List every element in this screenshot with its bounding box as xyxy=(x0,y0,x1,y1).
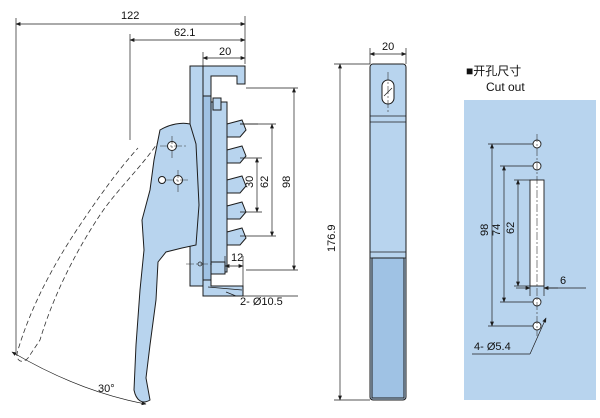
tooth-2 xyxy=(226,145,247,164)
base-plate-flange xyxy=(202,65,212,293)
dim-98: 98 xyxy=(281,176,293,188)
dim-30: 30 xyxy=(244,176,256,188)
side-view: 20 176.9 xyxy=(326,41,407,401)
cut-holes-leader xyxy=(529,317,547,355)
tooth-5 xyxy=(226,227,247,246)
dim-122: 122 xyxy=(121,10,139,22)
top-bracket xyxy=(202,65,246,97)
dim-20-front: 20 xyxy=(219,46,231,58)
holes-leader xyxy=(207,286,243,291)
dim-side-20: 20 xyxy=(382,41,394,53)
dim-62-1: 62.1 xyxy=(174,27,195,39)
latch-handle xyxy=(133,122,200,403)
dim-62: 62 xyxy=(259,176,271,188)
tooth-3 xyxy=(226,175,247,194)
dim-176-9: 176.9 xyxy=(326,224,338,252)
rear-block xyxy=(210,101,228,273)
cutout-title-en: Cut out xyxy=(486,80,525,94)
dim-cut-98: 98 xyxy=(479,224,491,236)
cutout-view: ■开孔尺寸 Cut out 98 74 62 6 4- Ø5. xyxy=(464,64,596,400)
dim-cut-62: 62 xyxy=(505,222,517,234)
upper-nub xyxy=(212,97,222,111)
pivot-hole-small xyxy=(158,176,166,184)
dim-cut-74: 74 xyxy=(491,224,503,236)
tooth-1 xyxy=(226,119,247,138)
dim-cut-6: 6 xyxy=(560,275,566,287)
dim-12: 12 xyxy=(231,252,243,264)
angle-arc xyxy=(11,351,147,406)
front-view: 30° 122 62. xyxy=(11,10,298,406)
lower-nub xyxy=(210,261,226,275)
cutout-title-cn: ■开孔尺寸 xyxy=(466,64,521,78)
dim-holes-front: 2- Ø10.5 xyxy=(240,296,283,308)
dim-cut-holes: 4- Ø5.4 xyxy=(474,341,511,353)
tooth-4 xyxy=(226,201,247,220)
angle-label: 30° xyxy=(98,383,115,395)
